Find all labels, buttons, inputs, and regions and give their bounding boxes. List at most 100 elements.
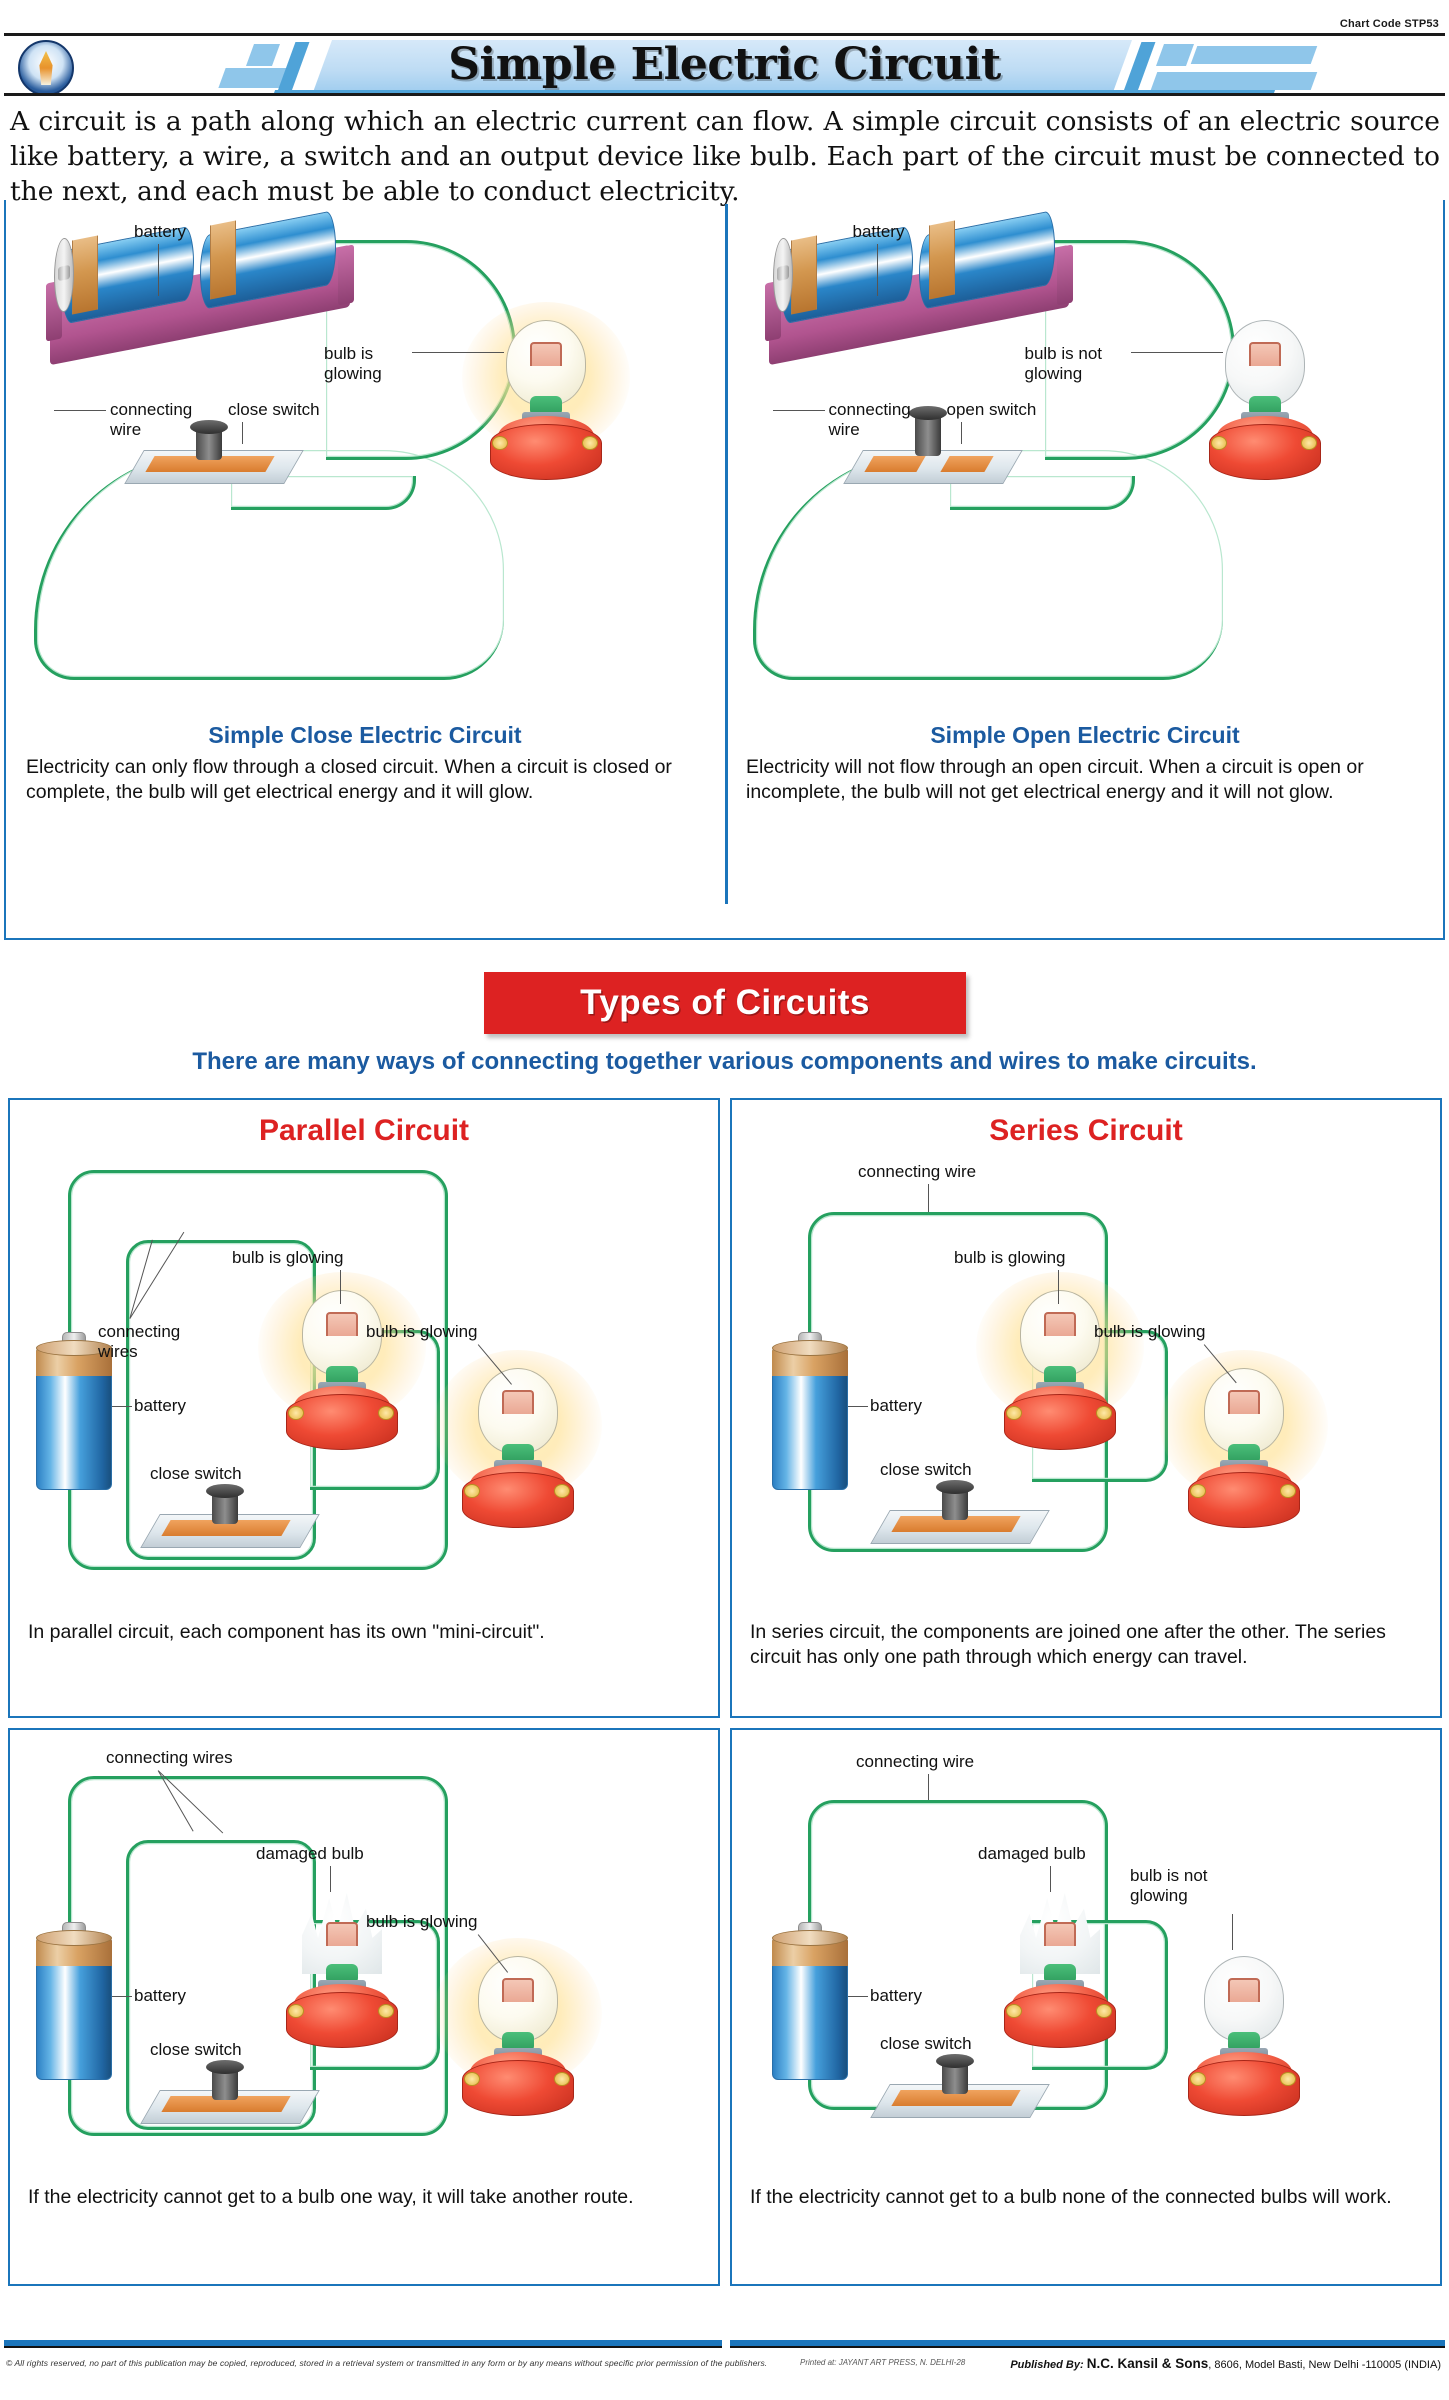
battery-illustration [772, 1330, 848, 1490]
series-bottom-caption: If the electricity cannot get to a bulb … [750, 2186, 1392, 2208]
parallel-top-caption: In parallel circuit, each component has … [28, 1621, 545, 1643]
chart-code: Chart Code STP53 [1339, 18, 1439, 30]
battery-top-ellipse [772, 1340, 848, 1356]
label-connecting-wire: connecting wire [110, 400, 193, 439]
label-connecting-wire: connecting wire [858, 1162, 977, 1181]
switch-illustration-closed [140, 1484, 320, 1566]
holder-screw [1006, 2004, 1022, 2018]
battery-terminal-post [1056, 244, 1073, 306]
holder-screw [1006, 1406, 1022, 1420]
leader-line-wire [54, 410, 106, 412]
series-circuit-title: Series Circuit [989, 1114, 1183, 1147]
bulb-holder [462, 1472, 574, 1528]
battery-band [72, 235, 98, 315]
holder-screw [1190, 1484, 1206, 1498]
bulb-filament [530, 342, 562, 366]
battery-illustration [36, 1920, 112, 2080]
bulb-holder [1208, 424, 1321, 480]
label-switch-state: close switch [880, 2034, 972, 2053]
holder-screw [1300, 436, 1317, 450]
holder-screw [1280, 1484, 1296, 1498]
holder-screw [492, 436, 508, 450]
leader-line-battery [876, 244, 878, 296]
label-connecting-wires: connecting wires [106, 1748, 233, 1767]
publisher-logo-icon [18, 40, 74, 93]
switch-illustration-closed [140, 2060, 320, 2142]
holder-screw [554, 2072, 570, 2086]
label-switch-state: close switch [880, 1460, 972, 1479]
bulb-holder [1004, 1992, 1116, 2048]
bulb-illustration-glowing [976, 1272, 1144, 1460]
leader-line-bulb1 [340, 1270, 342, 1304]
leader-line-wire [928, 1774, 930, 1800]
label-switch-state: close switch [150, 1464, 242, 1483]
label-bulb2-state: bulb is glowing [1094, 1322, 1206, 1341]
battery-top-ellipse [772, 1930, 848, 1946]
holder-screw [1280, 2072, 1296, 2086]
leader-line-battery [112, 1406, 132, 1408]
leader-line-battery [848, 1996, 868, 1998]
types-of-circuits-label: Types of Circuits [580, 983, 870, 1022]
intro-paragraph: A circuit is a path along which an elect… [10, 106, 1440, 208]
panel-heading-open: Simple Open Electric Circuit [930, 722, 1240, 748]
bulb-neck [326, 1964, 358, 1984]
leader-line-bulb [412, 352, 504, 354]
bulb-neck [1228, 1444, 1260, 1464]
page-title: Simple Electric Circuit [448, 39, 1001, 90]
bulb-filament [326, 1312, 358, 1336]
bulb-filament [1228, 1390, 1260, 1414]
bulb-illustration-glowing [434, 1938, 602, 2126]
holder-screw [1210, 436, 1227, 450]
bulb-illustration-not-glowing [1205, 320, 1325, 490]
panel-divider [724, 204, 728, 904]
leader-line-wire [928, 1184, 930, 1212]
bulb-neck [1248, 396, 1281, 416]
parallel-circuit-title: Parallel Circuit [258, 1114, 470, 1147]
battery-terminal [776, 264, 789, 282]
switch-knob-top [936, 1480, 974, 1494]
bulb-filament [502, 1978, 534, 2002]
label-battery: battery [134, 1986, 186, 2005]
switch-contact-plate [939, 456, 994, 472]
poster-footer: © All rights reserved, no part of this p… [0, 2356, 1449, 2378]
leader-line-bulb1 [1058, 1270, 1060, 1304]
holder-screw [288, 2004, 304, 2018]
parallel-circuit-top-box: Parallel Circuit [8, 1098, 720, 1718]
footer-rule [4, 2339, 1445, 2349]
label-bulb2-state: bulb is glowing [366, 1322, 478, 1341]
switch-knob-top [908, 406, 947, 420]
battery-illustration [764, 209, 1079, 366]
battery-band [210, 220, 236, 300]
label-bulb2-state: bulb is not glowing [1130, 1866, 1208, 1905]
leader-line-bulb1 [1050, 1866, 1052, 1892]
battery-illustration [46, 209, 360, 366]
label-connecting-wires: connecting wires [98, 1322, 181, 1361]
series-circuit-bottom-box: connecting wire damaged bulb bulb is not… [730, 1728, 1442, 2286]
label-connecting-wire: connecting wire [856, 1752, 975, 1771]
label-switch-state: close switch [150, 2040, 242, 2059]
switch-knob-top [206, 1484, 244, 1498]
leader-line-switch [960, 422, 962, 444]
copyright-notice: © All rights reserved, no part of this p… [6, 2358, 768, 2368]
publisher-address: , 8606, Model Basti, New Delhi -110005 (… [1208, 2359, 1441, 2371]
series-circuit-top-box: Series Circuit [730, 1098, 1442, 1718]
label-bulb2-state: bulb is glowing [366, 1912, 478, 1931]
panel-body-close: Electricity can only flow through a clos… [26, 756, 672, 803]
publisher-name: N.C. Kansil & Sons [1086, 2356, 1209, 2371]
holder-screw [288, 1406, 304, 1420]
switch-knob-top [190, 420, 228, 434]
label-battery: battery [134, 222, 186, 241]
bulb-holder [1188, 2060, 1300, 2116]
bulb-illustration-glowing [258, 1272, 426, 1460]
battery-terminal [58, 264, 70, 282]
bulb-filament [1248, 342, 1281, 366]
series-top-caption: In series circuit, the components are jo… [750, 1621, 1386, 1669]
published-by-label: Published By: [1010, 2359, 1084, 2371]
holder-screw [464, 1484, 480, 1498]
label-switch-state: close switch [228, 400, 320, 419]
bulb-holder [490, 424, 602, 480]
column-series-circuit: Series Circuit [730, 1098, 1442, 2288]
circuit-type-columns: Parallel Circuit [8, 1098, 1442, 2288]
wire-inner-loop [126, 1840, 316, 2130]
